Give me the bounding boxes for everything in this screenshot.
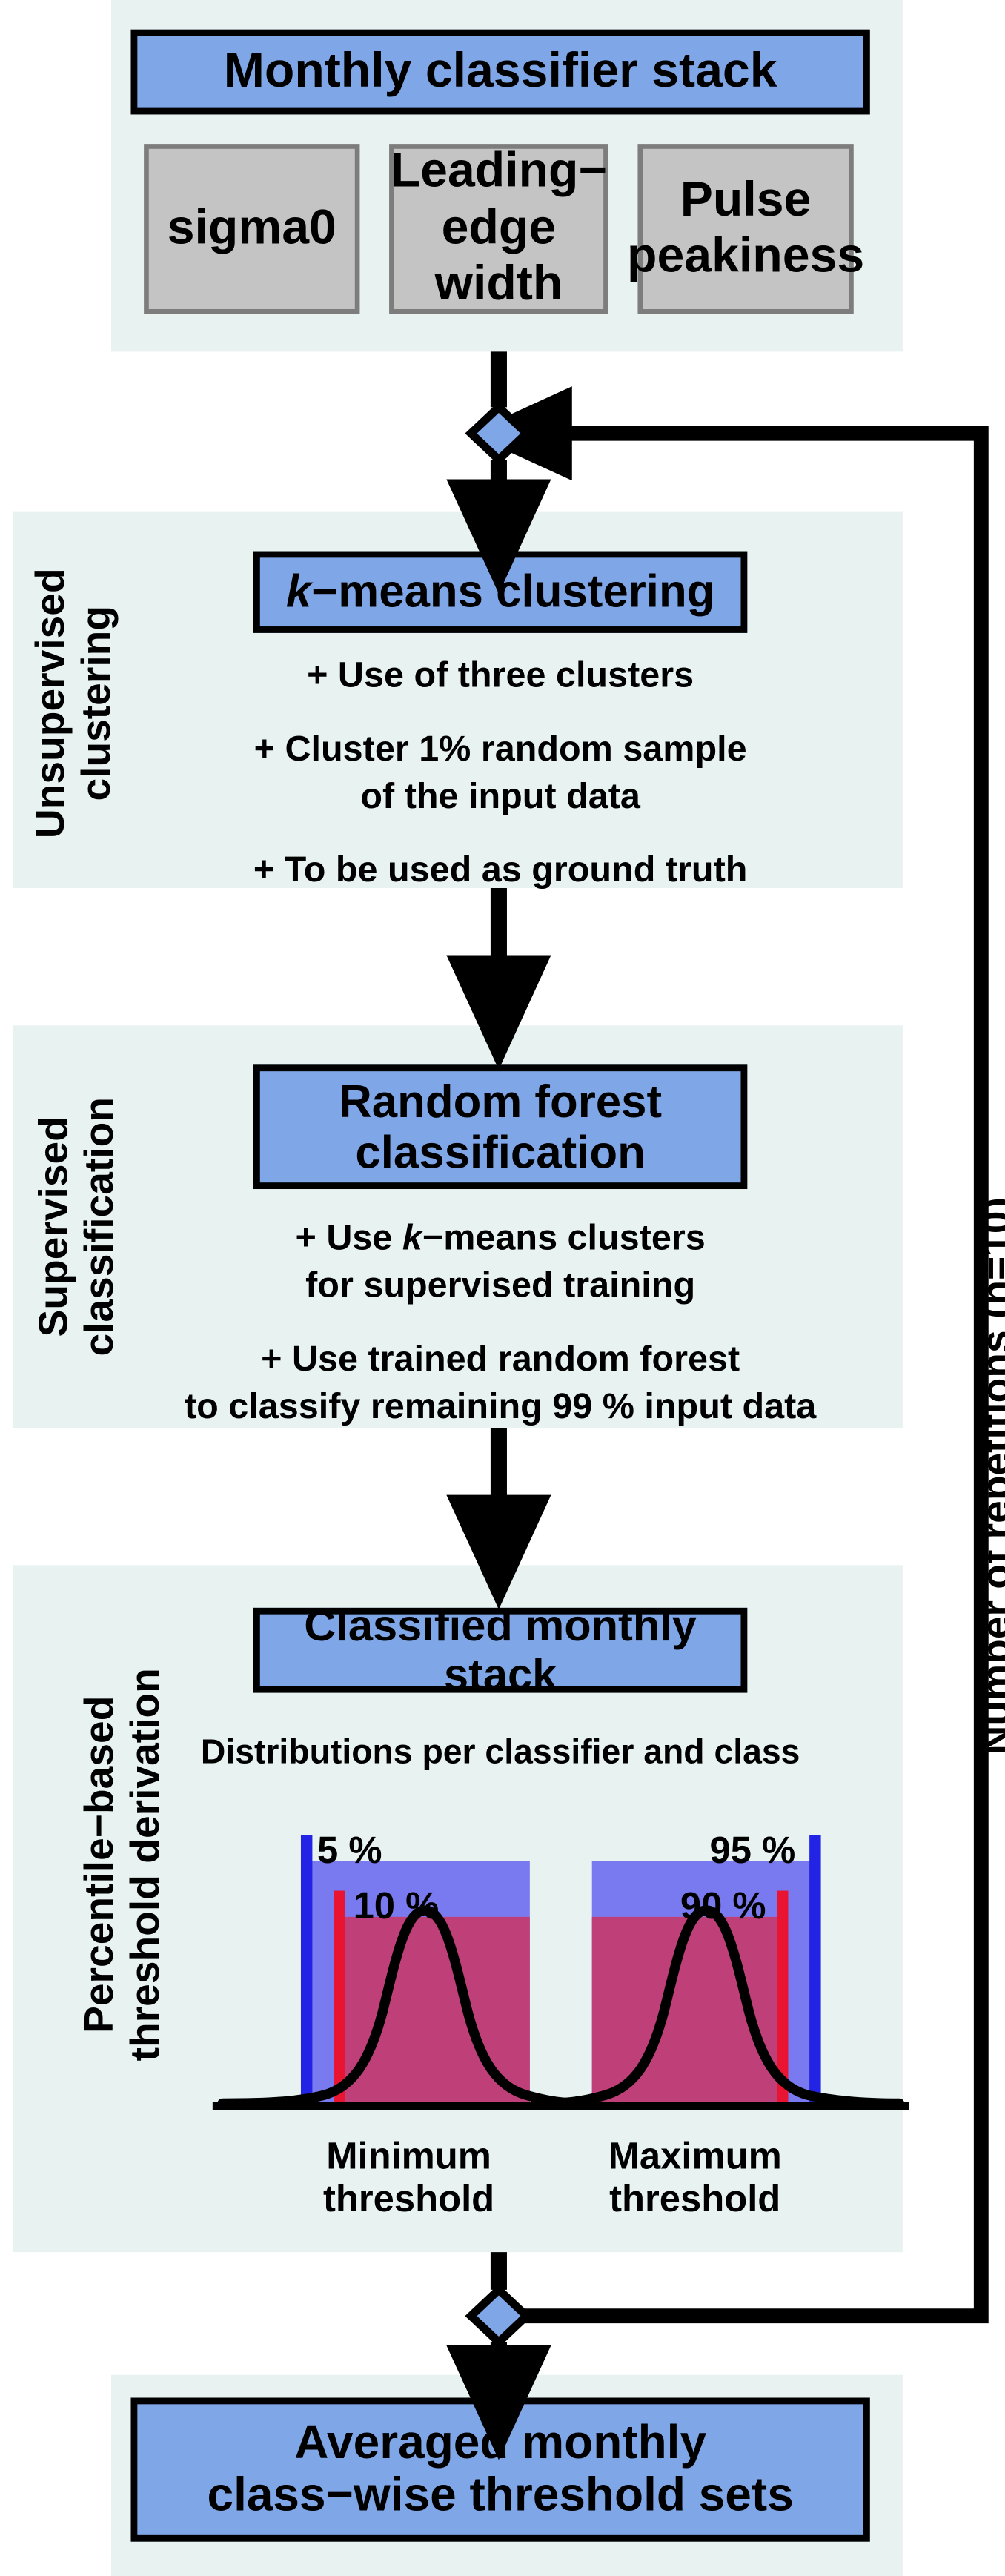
kmeans-title-rest: −means clustering bbox=[311, 566, 715, 617]
junction-diamond-bottom bbox=[465, 2284, 533, 2348]
junction-diamond-top bbox=[465, 401, 533, 466]
percentile-line-10 bbox=[334, 1890, 345, 2110]
classifier-label-pulse-peakiness: Pulse peakiness bbox=[627, 172, 865, 283]
classifier-box-leading-edge-width: Leading− edge width bbox=[389, 144, 608, 314]
baseline-axis-minimum bbox=[212, 2102, 589, 2110]
classifier-label-sigma0: sigma0 bbox=[167, 200, 336, 255]
random-forest-title: Random forest classification bbox=[339, 1075, 663, 1178]
distribution-maximum: 95 % 90 % bbox=[533, 1799, 909, 2159]
unsupervised-bullets: + Use of three clusters + Cluster 1% ran… bbox=[176, 651, 824, 893]
kmeans-title-k: k bbox=[285, 566, 312, 617]
unsupervised-bullet-1: + Use of three clusters bbox=[307, 654, 694, 695]
supervised-bullet-2: + Use trained random forest to classify … bbox=[184, 1337, 817, 1427]
supervised-bullet-1-pre: + Use bbox=[295, 1216, 402, 1258]
output-title: Averaged monthly class−wise threshold se… bbox=[207, 2416, 794, 2523]
classifier-box-pulse-peakiness: Pulse peakiness bbox=[627, 144, 864, 314]
bell-curve-minimum bbox=[217, 1905, 584, 2108]
classifier-label-leading-edge-width: Leading− edge width bbox=[390, 144, 608, 311]
random-forest-title-box: Random forest classification bbox=[253, 1064, 748, 1190]
maximum-threshold-caption: Maximum threshold bbox=[608, 2134, 782, 2220]
unsupervised-bullet-3: + To be used as ground truth bbox=[253, 849, 748, 890]
side-label-supervised-classification: Supervised classification bbox=[30, 1097, 123, 1357]
side-label-unsupervised-clustering: Unsupervised clustering bbox=[27, 568, 120, 839]
classifier-box-sigma0: sigma0 bbox=[144, 144, 360, 314]
supervised-bullet-1: + Use k−means clusters for supervised tr… bbox=[127, 1213, 873, 1308]
supervised-bullet-1-k: k bbox=[402, 1216, 422, 1258]
kmeans-title-box: k−means clustering bbox=[253, 551, 748, 633]
distribution-subtitle: Distributions per classifier and class bbox=[200, 1733, 800, 1772]
percentile-label-5: 5 % bbox=[317, 1828, 382, 1872]
baseline-axis-maximum bbox=[533, 2102, 909, 2110]
input-stack-title: Monthly classifier stack bbox=[223, 44, 777, 99]
classified-stack-title-box: Classified monthly stack bbox=[253, 1600, 748, 1699]
repetition-loop-label: Number of repetitions (n=10) bbox=[973, 1197, 1005, 1755]
unsupervised-bullet-2: + Cluster 1% random sample of the input … bbox=[253, 727, 747, 817]
distribution-minimum: 5 % 10 % bbox=[212, 1799, 589, 2159]
side-label-percentile-threshold: Percentile−based threshold derivation bbox=[76, 1668, 169, 2062]
supervised-bullets: + Use k−means clusters for supervised tr… bbox=[127, 1213, 873, 1430]
percentile-line-5 bbox=[300, 1835, 313, 2110]
bell-curve-maximum bbox=[537, 1905, 905, 2108]
classified-stack-title: Classified monthly stack bbox=[304, 1600, 697, 1700]
input-stack-title-box: Monthly classifier stack bbox=[130, 29, 870, 115]
output-title-box: Averaged monthly class−wise threshold se… bbox=[130, 2397, 870, 2542]
percentile-label-10: 10 % bbox=[353, 1884, 440, 1927]
kmeans-title: k−means clustering bbox=[286, 566, 715, 617]
minimum-threshold-caption: Minimum threshold bbox=[322, 2134, 495, 2220]
